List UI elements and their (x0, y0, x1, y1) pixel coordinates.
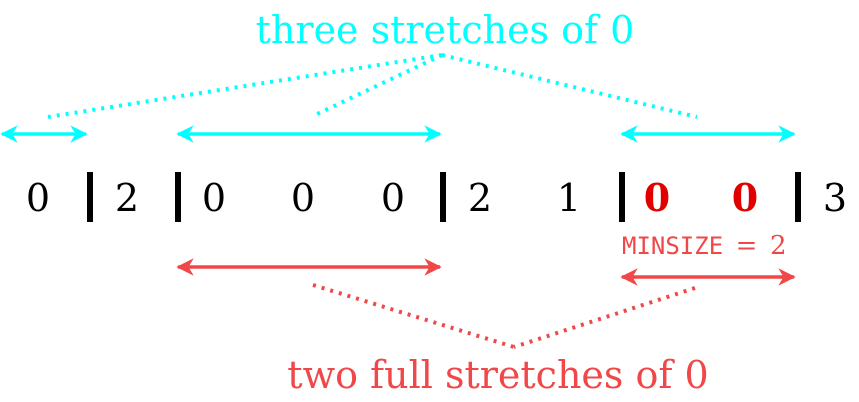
bottom-leader-right (513, 286, 696, 349)
sequence-value-3: 0 (291, 176, 315, 220)
minsize-name: MINSIZE (622, 232, 723, 260)
minsize-equals: = (736, 231, 758, 261)
bottom-leader-lines (312, 283, 696, 349)
minsize-label: MINSIZE = 2 (622, 231, 787, 261)
sequence: 0 2 0 0 0 2 1 0 0 3 (26, 175, 847, 220)
sequence-value-1: 2 (115, 176, 139, 220)
separators (87, 172, 801, 222)
top-label: three stretches of 0 (256, 8, 635, 52)
top-leader-left (47, 53, 443, 119)
top-leader-lines (47, 53, 698, 119)
top-leader-right (441, 53, 698, 119)
sequence-value-8: 0 (732, 175, 758, 220)
bottom-leader-left (312, 283, 515, 349)
bottom-label: two full stretches of 0 (287, 353, 708, 397)
red-span-arrows (176, 258, 796, 286)
minsize-value: 2 (770, 231, 787, 261)
sequence-value-7: 0 (644, 175, 670, 220)
sequence-value-6: 1 (557, 176, 581, 220)
top-leader-middle (312, 53, 443, 118)
sequence-value-9: 3 (823, 176, 847, 220)
sequence-value-5: 2 (468, 176, 492, 220)
sequence-value-0: 0 (26, 176, 50, 220)
sequence-value-4: 0 (381, 176, 405, 220)
sequence-value-2: 0 (202, 176, 226, 220)
